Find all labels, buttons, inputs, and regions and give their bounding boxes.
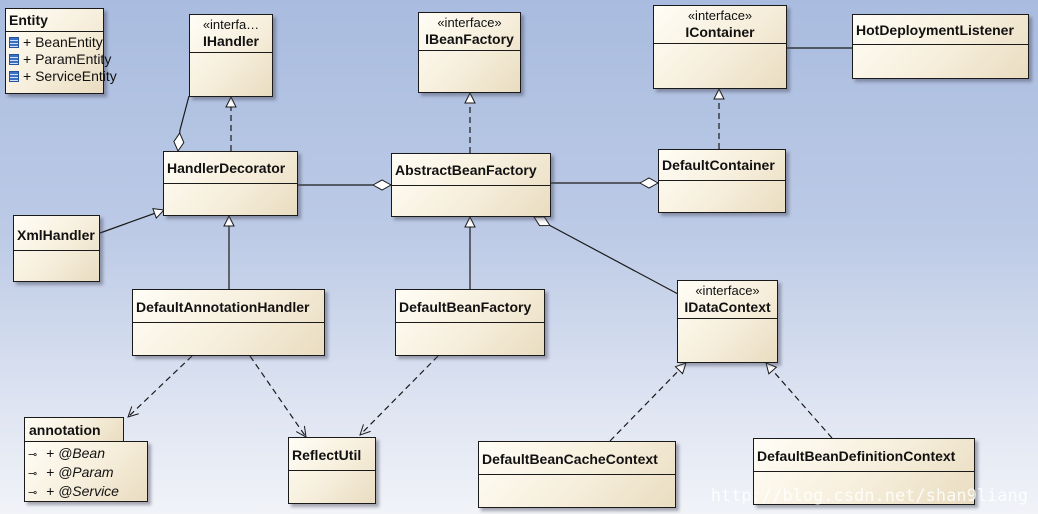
class-idatacontext-header: «interface» IDataContext: [678, 281, 777, 319]
package-annotation-body: ⊸+ @Bean ⊸+ @Param ⊸+ @Service: [24, 441, 148, 502]
class-reflectutil-header: ReflectUtil: [289, 438, 375, 471]
class-xmlhandler-header: XmlHandler: [14, 216, 99, 251]
class-xmlhandler-name: XmlHandler: [17, 227, 95, 243]
annotation-member-icon: ⊸: [28, 487, 38, 499]
class-entity[interactable]: Entity + BeanEntity + ParamEntity + Serv…: [5, 8, 117, 94]
class-defaultcontainer-header: DefaultContainer: [659, 150, 785, 181]
member-row: ⊸+ @Param: [25, 464, 147, 483]
class-reflectutil-name: ReflectUtil: [292, 447, 362, 463]
class-defaultcontainer[interactable]: DefaultContainer: [658, 149, 786, 213]
class-hotdeploymentlistener-header: HotDeploymentListener: [853, 15, 1028, 45]
class-abstractbeanfactory[interactable]: AbstractBeanFactory: [391, 153, 551, 217]
class-hotdeploymentlistener-name: HotDeploymentListener: [856, 22, 1014, 38]
member-row: ⊸+ @Service: [25, 483, 147, 502]
dependency-defaultannotationhandler-annotation: [128, 355, 193, 417]
class-abstractbeanfactory-header: AbstractBeanFactory: [392, 154, 550, 186]
member-row: + BeanEntity: [6, 34, 103, 51]
class-icontainer[interactable]: «interface» IContainer: [653, 5, 787, 89]
class-defaultbeandefinitioncontext-header: DefaultBeanDefinitionContext: [754, 439, 974, 472]
aggregation-handlerdecorator-ihandler: [178, 95, 190, 151]
class-defaultannotationhandler-header: DefaultAnnotationHandler: [133, 290, 324, 323]
class-defaultbeandefinitioncontext[interactable]: DefaultBeanDefinitionContext: [753, 438, 975, 505]
annotation-member-icon: ⊸: [28, 449, 38, 461]
realization-defaultbeancachecontext-idatacontext: [609, 363, 686, 442]
class-defaultbeanfactory-name: DefaultBeanFactory: [399, 299, 532, 315]
class-ibeanfactory[interactable]: «interface» IBeanFactory: [418, 12, 521, 93]
class-icontainer-header: «interface» IContainer: [654, 6, 786, 44]
generalization-xmlhandler-handlerdecorator: [99, 210, 164, 234]
class-defaultbeancachecontext[interactable]: DefaultBeanCacheContext: [478, 441, 676, 508]
class-xmlhandler[interactable]: XmlHandler: [13, 215, 100, 282]
class-ihandler-stereotype: «interfa…: [202, 17, 260, 32]
class-entity-name: Entity: [9, 12, 48, 28]
class-icontainer-stereotype: «interface»: [687, 8, 753, 23]
class-reflectutil[interactable]: ReflectUtil: [288, 437, 376, 504]
package-annotation[interactable]: annotation ⊸+ @Bean ⊸+ @Param ⊸+ @Servic…: [24, 417, 148, 502]
package-annotation-tab: annotation: [24, 417, 124, 442]
class-ibeanfactory-name: IBeanFactory: [425, 31, 514, 47]
class-handlerdecorator[interactable]: HandlerDecorator: [163, 151, 298, 216]
member-row: + ParamEntity: [6, 51, 111, 68]
class-defaultannotationhandler[interactable]: DefaultAnnotationHandler: [132, 289, 325, 356]
class-ihandler[interactable]: «interfa… IHandler: [189, 14, 273, 97]
class-defaultbeanfactory[interactable]: DefaultBeanFactory: [395, 289, 545, 356]
class-defaultbeandefinitioncontext-name: DefaultBeanDefinitionContext: [757, 448, 956, 464]
annotation-member-icon: ⊸: [28, 468, 38, 480]
enum-literal-icon: [9, 37, 19, 48]
realization-defaultbeandefinitioncontext-idatacontext: [766, 363, 833, 439]
watermark: http://blog.csdn.net/shan9liang: [710, 486, 1028, 506]
aggregation-abstractbeanfactory-idatacontext: [534, 217, 679, 295]
class-defaultannotationhandler-name: DefaultAnnotationHandler: [136, 299, 310, 315]
class-handlerdecorator-header: HandlerDecorator: [164, 152, 297, 184]
class-defaultbeancachecontext-name: DefaultBeanCacheContext: [482, 451, 658, 467]
dependency-defaultbeanfactory-reflectutil: [360, 355, 439, 435]
class-entity-members: + BeanEntity + ParamEntity + ServiceEnti…: [6, 32, 117, 85]
dependency-defaultannotationhandler-reflectutil: [249, 355, 306, 437]
class-ihandler-name: IHandler: [202, 33, 259, 49]
class-idatacontext-stereotype: «interface»: [695, 283, 760, 298]
class-ihandler-header: «interfa… IHandler: [190, 15, 272, 53]
enum-literal-icon: [9, 71, 19, 82]
class-defaultcontainer-name: DefaultContainer: [662, 157, 775, 173]
enum-literal-icon: [9, 54, 19, 65]
class-defaultbeanfactory-header: DefaultBeanFactory: [396, 290, 544, 323]
class-entity-header: Entity: [6, 9, 103, 32]
class-defaultbeancachecontext-header: DefaultBeanCacheContext: [479, 442, 675, 475]
member-row: + ServiceEntity: [6, 68, 117, 85]
class-ibeanfactory-stereotype: «interface»: [437, 15, 502, 30]
package-annotation-name: annotation: [29, 422, 101, 438]
class-idatacontext[interactable]: «interface» IDataContext: [677, 280, 778, 363]
class-handlerdecorator-name: HandlerDecorator: [167, 160, 286, 176]
member-row: ⊸+ @Bean: [25, 445, 147, 464]
class-ibeanfactory-header: «interface» IBeanFactory: [419, 13, 520, 51]
class-icontainer-name: IContainer: [685, 24, 755, 40]
class-idatacontext-name: IDataContext: [684, 299, 771, 315]
class-abstractbeanfactory-name: AbstractBeanFactory: [395, 162, 537, 178]
class-hotdeploymentlistener[interactable]: HotDeploymentListener: [852, 14, 1029, 79]
